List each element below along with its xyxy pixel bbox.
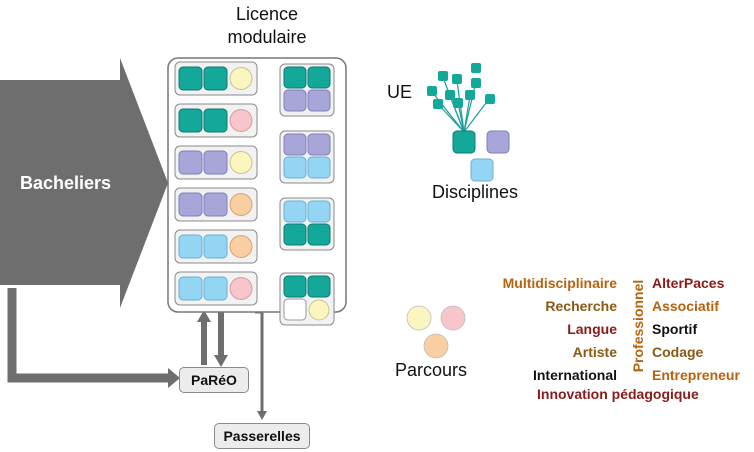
ue-small-block [485, 94, 495, 104]
purple-ue-block [307, 89, 331, 112]
passerelles-arrowhead [257, 411, 267, 420]
ue-small-block [438, 71, 448, 81]
ue-small-block [452, 74, 462, 84]
purple-ue-block [283, 89, 307, 112]
licence-title-line2: modulaire [227, 27, 307, 47]
ue-small-block [453, 98, 463, 108]
blue-ue-block [178, 234, 203, 259]
orange-parcours-circle [229, 235, 253, 258]
purple-ue-block [307, 133, 331, 156]
blue-ue-block [307, 200, 331, 223]
pink-parcours-circle [229, 109, 253, 132]
modality-professionnel: Professionnel [630, 279, 646, 373]
purple-ue-block [178, 150, 203, 175]
modality-item: Codage [652, 344, 704, 360]
ue-small-block [433, 99, 443, 109]
modality-item: Entrepreneur [652, 367, 740, 383]
blue-ue-block [283, 200, 307, 223]
disciplines-label: Disciplines [432, 182, 519, 202]
ue-small-block [445, 90, 455, 100]
modality-innovation-pedagogique: Innovation pédagogique [537, 386, 699, 402]
purple-ue-block [203, 192, 228, 217]
blue-ue-block [203, 234, 228, 259]
licence-title-line1: Licence [235, 4, 299, 24]
purple-ue-block [178, 192, 203, 217]
modality-item: Recherche [545, 298, 617, 314]
blue-ue-block [178, 276, 203, 301]
teal-ue-block [307, 223, 331, 246]
modality-item: AlterPaces [652, 275, 725, 291]
passerelles-box: Passerelles [214, 423, 310, 449]
modality-item: Associatif [652, 298, 719, 314]
white-ue-block [283, 298, 307, 321]
purple-ue-block [283, 133, 307, 156]
reorientation-path [7, 288, 168, 383]
ue-label: UE [387, 82, 413, 102]
modality-item: International [532, 367, 617, 383]
discipline-teal-block [452, 130, 476, 154]
modality-item: Multidisciplinaire [502, 275, 617, 291]
modality-item: Langue [567, 321, 617, 337]
pareo-down-arrowhead [214, 355, 228, 367]
discipline-purple-block [486, 130, 510, 154]
parcours-orange-circle [423, 333, 449, 359]
parcours-yellow-circle [406, 305, 432, 331]
orange-parcours-circle [229, 193, 253, 216]
passerelles-path [255, 310, 264, 412]
ue-small-block [427, 86, 437, 96]
pink-parcours-circle [229, 277, 253, 300]
bacheliers-arrow [0, 58, 168, 308]
yellow-parcours-circle [229, 151, 253, 174]
teal-ue-block [203, 108, 228, 133]
pareo-box: PaRéO [179, 367, 249, 393]
ue-small-block [465, 90, 475, 100]
parcours-circles [406, 305, 466, 359]
yellow-parcours-circle [229, 67, 253, 90]
purple-ue-block [203, 150, 228, 175]
bacheliers-label: Bacheliers [20, 173, 112, 193]
modality-item: Sportif [652, 321, 698, 337]
blue-ue-block [307, 156, 331, 179]
ue-small-block [471, 78, 481, 88]
teal-ue-block [307, 275, 331, 298]
teal-ue-block [178, 108, 203, 133]
ue-tree [427, 63, 510, 182]
teal-ue-block [307, 66, 331, 89]
parcours-pink-circle [440, 305, 466, 331]
teal-ue-block [283, 275, 307, 298]
discipline-blue-block [470, 158, 494, 182]
blue-ue-block [283, 156, 307, 179]
blue-ue-block [203, 276, 228, 301]
teal-ue-block [283, 66, 307, 89]
parcours-label: Parcours [395, 360, 468, 380]
pareo-arrowhead [168, 368, 180, 388]
teal-ue-block [203, 66, 228, 91]
teal-ue-block [178, 66, 203, 91]
pareo-up-arrowhead [197, 310, 211, 322]
teal-ue-block [283, 223, 307, 246]
ue-small-block [471, 63, 481, 73]
modality-item: Artiste [572, 344, 617, 360]
yellow-parcours-circle [308, 299, 330, 321]
